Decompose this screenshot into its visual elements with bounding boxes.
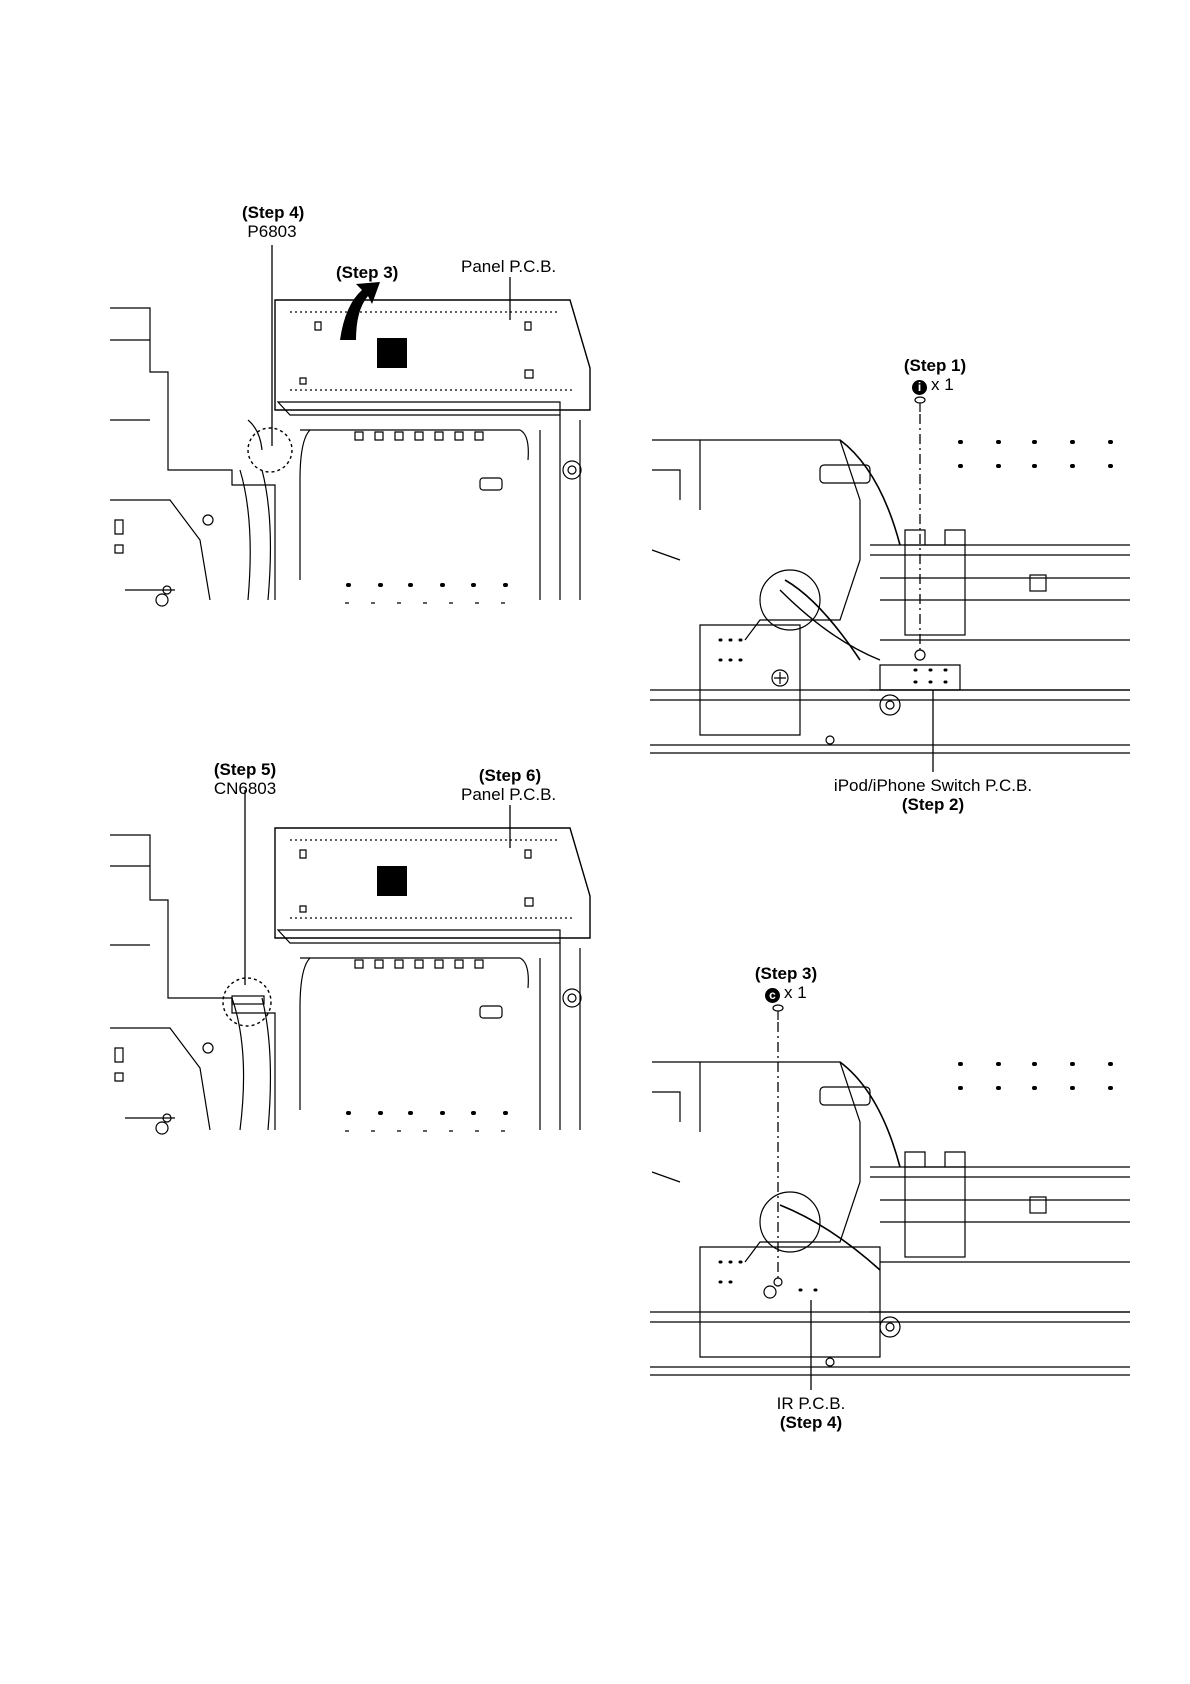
- fig4-screw-quantity: x 1: [784, 983, 807, 1002]
- figure-3-ipod-switch-pcb-drawing: [650, 397, 1130, 772]
- fig4-step4-label: (Step 4): [766, 1413, 856, 1432]
- fig3-screw-quantity: x 1: [931, 375, 954, 394]
- figure-4-ir-pcb-drawing: [650, 1005, 1130, 1390]
- fig3-screw-callout: i x 1: [912, 375, 954, 395]
- fig1-step3-label: (Step 3): [336, 263, 398, 282]
- fig2-step5-label: (Step 5): [210, 760, 280, 779]
- fig1-connector-label: P6803: [242, 222, 302, 241]
- fig3-step1-label: (Step 1): [895, 356, 975, 375]
- fig2-connector-label: CN6803: [210, 779, 280, 798]
- fig1-board-label: Panel P.C.B.: [461, 257, 556, 276]
- fig2-board-label: Panel P.C.B.: [461, 785, 556, 804]
- figure-1-panel-pcb-drawing: [110, 245, 590, 606]
- fig4-screw-type-badge: c: [765, 988, 780, 1003]
- fig3-screw-type-badge: i: [912, 380, 927, 395]
- figure-2-panel-pcb-drawing: [110, 790, 590, 1134]
- fig3-board-label: iPod/iPhone Switch P.C.B.: [818, 776, 1048, 795]
- fig2-step6-label: (Step 6): [465, 766, 555, 785]
- fig4-step3-label: (Step 3): [746, 964, 826, 983]
- fig3-step2-label: (Step 2): [893, 795, 973, 814]
- fig1-step4-label: (Step 4): [242, 203, 302, 222]
- fig4-screw-callout: c x 1: [765, 983, 807, 1003]
- fig4-board-label: IR P.C.B.: [766, 1394, 856, 1413]
